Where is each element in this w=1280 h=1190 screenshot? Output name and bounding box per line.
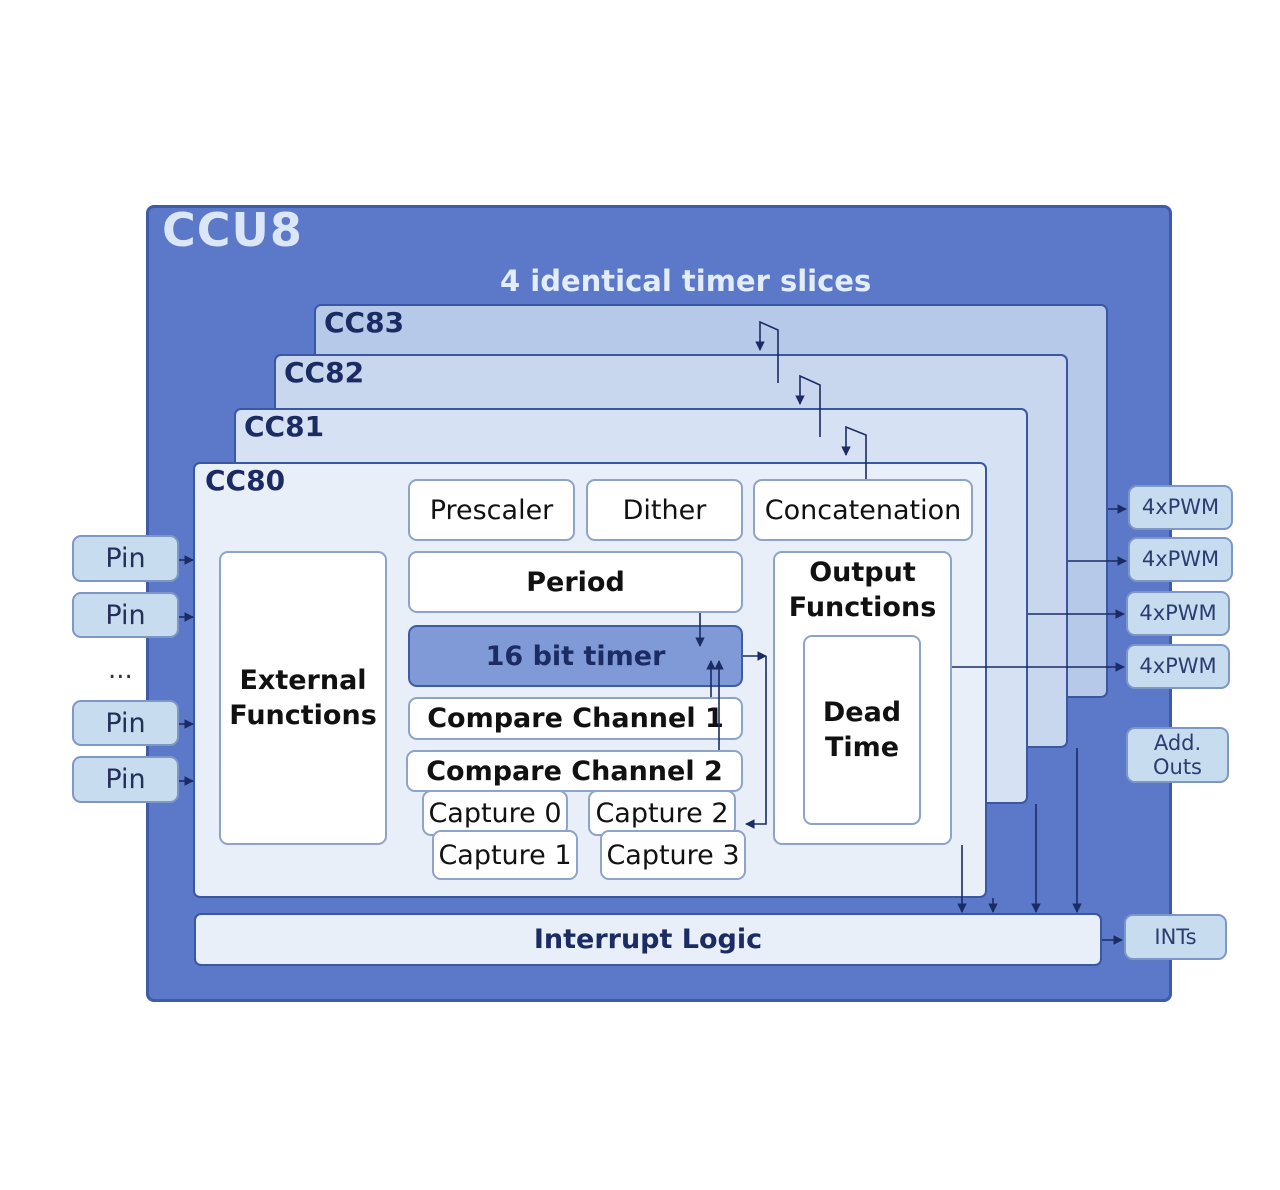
dead-time-block: Dead Time <box>803 635 921 825</box>
additional-outputs: Add. Outs <box>1126 727 1229 783</box>
pin-3: Pin <box>72 700 179 746</box>
capture-0-block: Capture 0 <box>422 790 568 836</box>
external-functions-block: External Functions <box>219 551 387 845</box>
pwm-output-2: 4xPWM <box>1128 537 1233 582</box>
compare-channel-2-block: Compare Channel 2 <box>406 750 743 792</box>
pin-ellipsis: ... <box>108 655 133 685</box>
slices-subtitle: 4 identical timer slices <box>500 264 872 298</box>
pin-4: Pin <box>72 756 179 803</box>
dither-block: Dither <box>586 479 743 541</box>
interrupt-outputs: INTs <box>1124 914 1227 960</box>
prescaler-block: Prescaler <box>408 479 575 541</box>
slice-cc83-label: CC83 <box>324 306 405 339</box>
interrupt-logic-block: Interrupt Logic <box>194 913 1102 966</box>
period-block: Period <box>408 551 743 613</box>
slice-cc81-label: CC81 <box>244 410 325 443</box>
pin-1: Pin <box>72 535 179 582</box>
output-functions-label: Output Functions <box>788 557 937 624</box>
pin-2: Pin <box>72 592 179 638</box>
pwm-output-3: 4xPWM <box>1126 591 1230 636</box>
compare-channel-1-block: Compare Channel 1 <box>408 697 743 740</box>
pwm-output-1: 4xPWM <box>1128 485 1233 530</box>
timer-block: 16 bit timer <box>408 625 743 687</box>
capture-1-block: Capture 1 <box>432 830 578 880</box>
ccu8-title: CCU8 <box>162 203 303 257</box>
capture-3-block: Capture 3 <box>600 830 746 880</box>
slice-cc80-label: CC80 <box>205 464 286 497</box>
concatenation-block: Concatenation <box>753 479 973 541</box>
slice-cc82-label: CC82 <box>284 356 365 389</box>
pwm-output-4: 4xPWM <box>1126 644 1230 689</box>
